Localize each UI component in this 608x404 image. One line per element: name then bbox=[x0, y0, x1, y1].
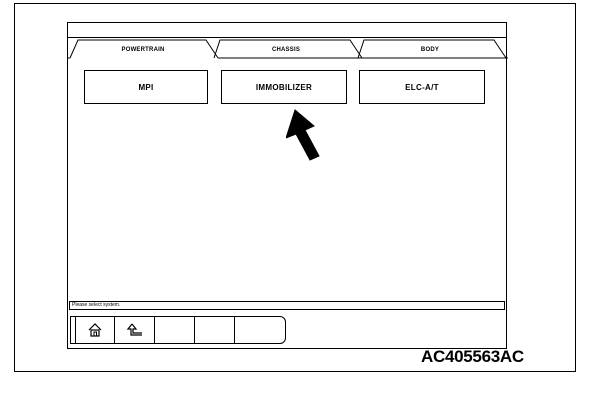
figure-code: AC405563AC bbox=[421, 347, 524, 366]
tab-outline-powertrain bbox=[69, 39, 219, 59]
tab-strip bbox=[68, 39, 508, 59]
status-bar: Please select system. bbox=[69, 301, 505, 310]
system-button-mpi[interactable]: MPI bbox=[84, 70, 208, 104]
bottom-toolbar bbox=[70, 316, 286, 344]
system-button-elc-at[interactable]: ELC-A/T bbox=[359, 70, 485, 104]
figure-frame bbox=[14, 3, 576, 372]
tab-powertrain[interactable]: POWERTRAIN bbox=[121, 47, 165, 53]
system-button-immobilizer[interactable]: IMMOBILIZER bbox=[221, 70, 347, 104]
home-icon bbox=[88, 323, 102, 337]
tab-body[interactable]: BODY bbox=[420, 47, 440, 53]
home-button[interactable] bbox=[75, 317, 115, 343]
title-bar bbox=[68, 23, 506, 38]
tab-chassis[interactable]: CHASSIS bbox=[271, 47, 301, 53]
tab-outline-chassis bbox=[213, 39, 363, 59]
back-button[interactable] bbox=[115, 317, 155, 343]
tab-outline-body bbox=[357, 39, 507, 59]
toolbar-button-4[interactable] bbox=[195, 317, 235, 343]
scan-tool-screen: POWERTRAIN CHASSIS BODY MPI IMMOBILIZER … bbox=[67, 22, 508, 349]
toolbar-button-5[interactable] bbox=[235, 317, 275, 343]
pointer-arrow-icon bbox=[286, 109, 320, 161]
back-icon bbox=[126, 323, 142, 336]
toolbar-button-3[interactable] bbox=[155, 317, 195, 343]
